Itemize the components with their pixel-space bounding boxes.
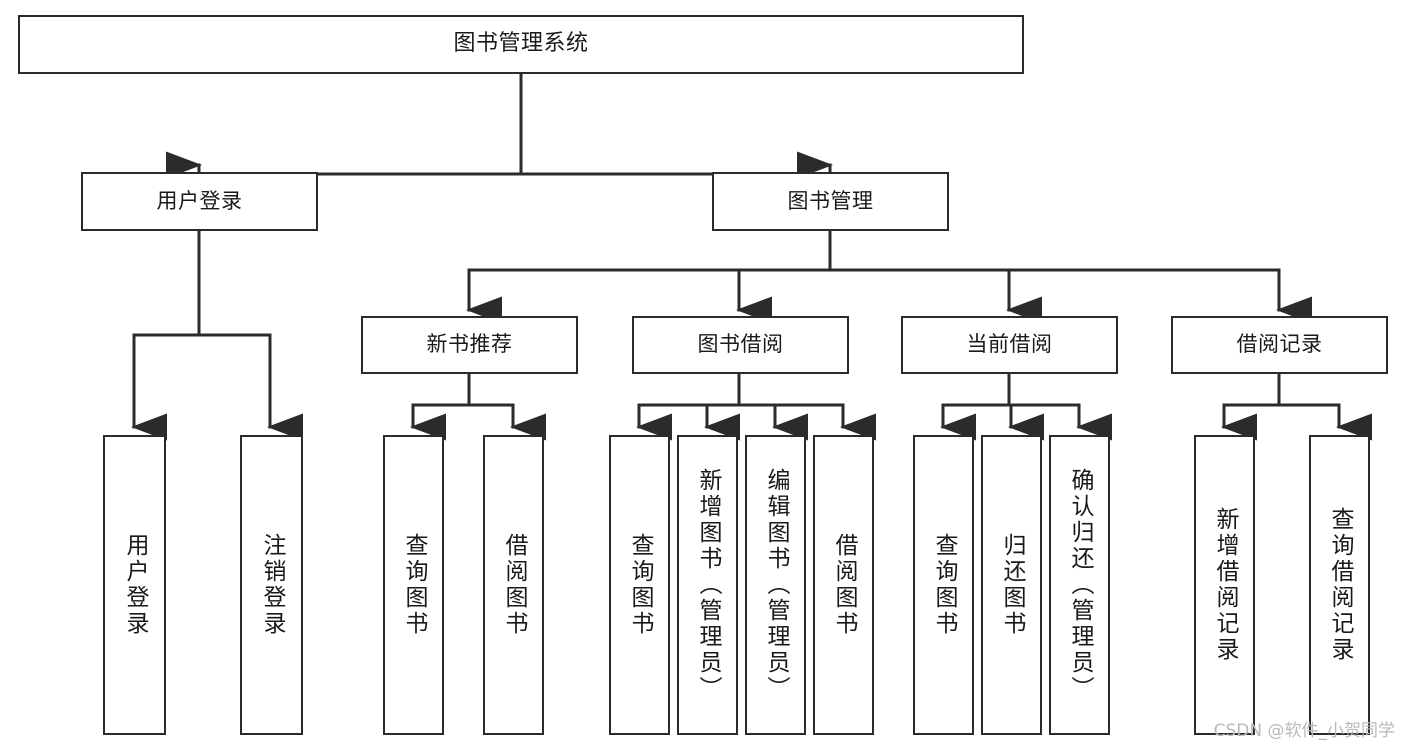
- node-leaf-add-book[interactable]: 新增图书（管理员）: [677, 435, 738, 735]
- node-leaf-borrow-book-1-label: 借阅图书: [501, 533, 527, 637]
- node-leaf-query-book-1[interactable]: 查询图书: [383, 435, 444, 735]
- node-leaf-edit-book[interactable]: 编辑图书（管理员）: [745, 435, 806, 735]
- node-leaf-user-logout-label: 注销登录: [259, 533, 285, 637]
- node-leaf-user-login-label: 用户登录: [122, 533, 148, 637]
- node-current-borrow-label: 当前借阅: [966, 332, 1053, 357]
- node-book-borrow[interactable]: 图书借阅: [632, 316, 849, 374]
- node-new-book-recommend-label: 新书推荐: [426, 332, 513, 357]
- node-leaf-add-record[interactable]: 新增借阅记录: [1194, 435, 1255, 735]
- node-leaf-user-logout[interactable]: 注销登录: [240, 435, 303, 735]
- node-leaf-query-book-3-label: 查询图书: [931, 533, 957, 637]
- node-leaf-add-record-label: 新增借阅记录: [1212, 507, 1238, 663]
- node-leaf-add-book-label: 新增图书（管理员）: [695, 468, 721, 702]
- node-new-book-recommend[interactable]: 新书推荐: [361, 316, 578, 374]
- node-root-label: 图书管理系统: [453, 31, 589, 57]
- node-user-login-label: 用户登录: [156, 188, 243, 213]
- node-leaf-edit-book-label: 编辑图书（管理员）: [763, 468, 789, 702]
- node-user-login[interactable]: 用户登录: [81, 172, 318, 231]
- node-root[interactable]: 图书管理系统: [18, 15, 1024, 74]
- node-leaf-borrow-book-2-label: 借阅图书: [831, 533, 857, 637]
- node-leaf-return-book-label: 归还图书: [999, 533, 1025, 637]
- node-leaf-confirm-return-label: 确认归还（管理员）: [1067, 468, 1093, 702]
- node-leaf-query-record-label: 查询借阅记录: [1327, 507, 1353, 663]
- node-book-manage-label: 图书管理: [787, 188, 874, 213]
- node-leaf-borrow-book-1[interactable]: 借阅图书: [483, 435, 544, 735]
- node-borrow-record[interactable]: 借阅记录: [1171, 316, 1388, 374]
- watermark: CSDN @软件_小贺同学: [1213, 721, 1395, 741]
- node-leaf-query-record[interactable]: 查询借阅记录: [1309, 435, 1370, 735]
- node-book-borrow-label: 图书借阅: [697, 332, 784, 357]
- node-leaf-query-book-3[interactable]: 查询图书: [913, 435, 974, 735]
- node-borrow-record-label: 借阅记录: [1236, 332, 1323, 357]
- node-leaf-query-book-1-label: 查询图书: [401, 533, 427, 637]
- node-leaf-user-login[interactable]: 用户登录: [103, 435, 166, 735]
- node-leaf-return-book[interactable]: 归还图书: [981, 435, 1042, 735]
- node-leaf-query-book-2[interactable]: 查询图书: [609, 435, 670, 735]
- node-book-manage[interactable]: 图书管理: [712, 172, 949, 231]
- node-leaf-borrow-book-2[interactable]: 借阅图书: [813, 435, 874, 735]
- node-leaf-confirm-return[interactable]: 确认归还（管理员）: [1049, 435, 1110, 735]
- node-leaf-query-book-2-label: 查询图书: [627, 533, 653, 637]
- node-current-borrow[interactable]: 当前借阅: [901, 316, 1118, 374]
